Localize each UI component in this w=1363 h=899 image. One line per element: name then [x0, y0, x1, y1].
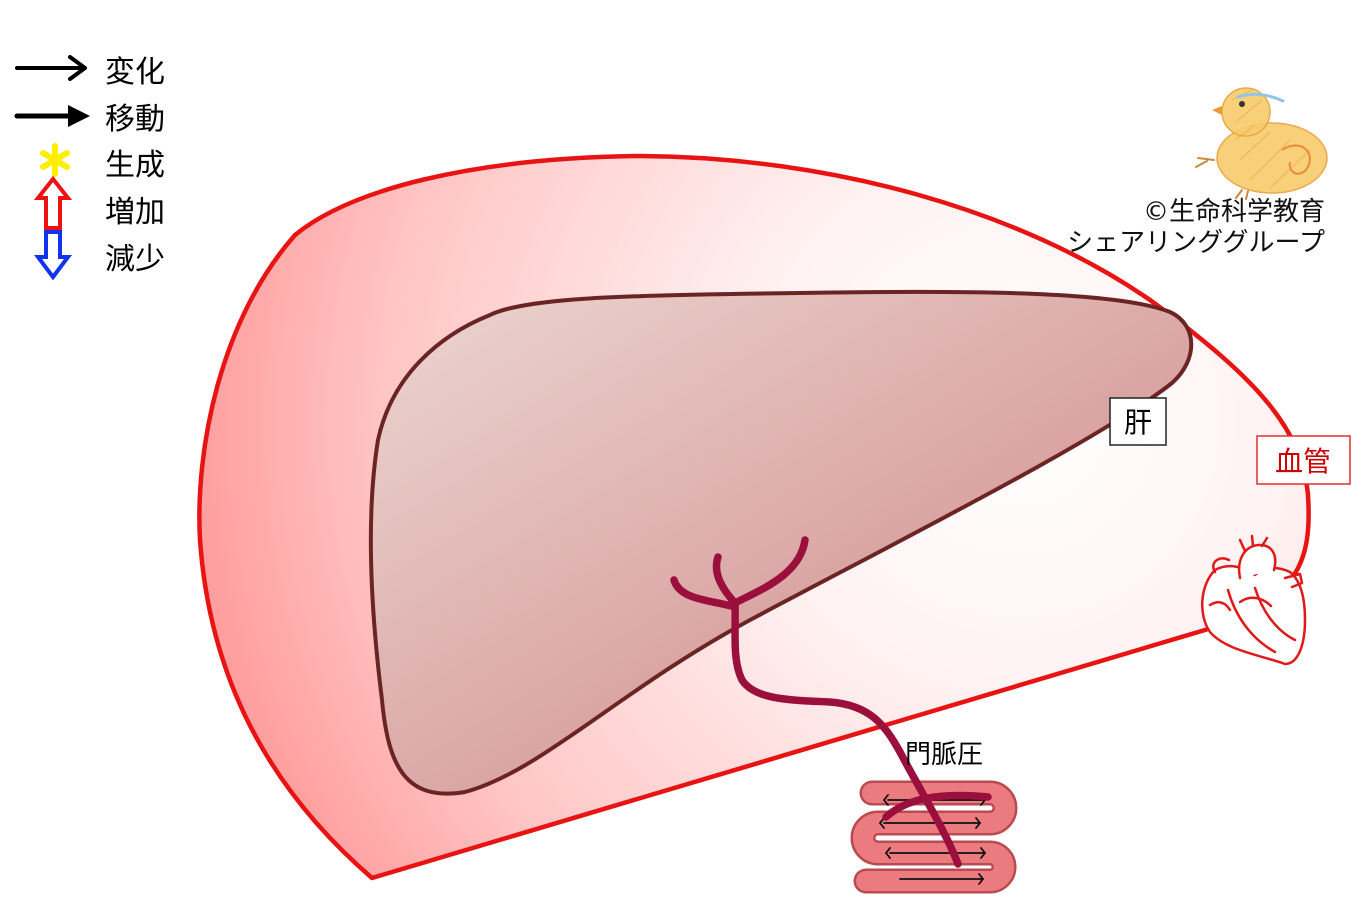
legend-label-increase: 増加	[105, 195, 165, 230]
legend-label-decrease: 減少	[105, 242, 165, 277]
legend-label-change: 変化	[105, 55, 165, 90]
blood-vessel-label-box	[1256, 435, 1351, 485]
legend-item-generate: 生成	[40, 143, 165, 183]
portal-pressure-label: 門脈圧	[905, 740, 983, 770]
credit-line-2: シェアリンググループ	[1067, 228, 1325, 258]
credit: ©生命科学教育 シェアリンググループ	[1067, 197, 1325, 258]
yellow-asterisk-icon	[40, 143, 70, 177]
liver-label-text: 肝	[1124, 406, 1152, 439]
legend-item-increase: 増加	[33, 175, 165, 230]
blood-vessel-label: 血管	[1256, 435, 1351, 485]
legend-item-change: 変化	[15, 55, 165, 90]
thin-arrow-icon	[15, 55, 87, 81]
portal-vein	[670, 536, 992, 868]
liver-label-box	[1109, 397, 1167, 446]
credit-line-1: ©生命科学教育	[1143, 197, 1325, 227]
liver-shape	[368, 289, 1194, 796]
chick-illustration	[1195, 87, 1328, 200]
red-up-arrow-icon	[33, 175, 73, 230]
legend-label-move: 移動	[105, 102, 165, 137]
heart-illustration	[1200, 534, 1307, 666]
intestine-tube	[853, 783, 1015, 891]
legend-item-move: 移動	[14, 102, 165, 137]
legend-label-generate: 生成	[105, 148, 165, 183]
bold-arrow-icon	[14, 105, 90, 127]
liver-label: 肝	[1109, 397, 1167, 446]
blood-vessel-label-text: 血管	[1275, 445, 1331, 478]
legend-item-decrease: 減少	[34, 230, 165, 281]
legend: 変化 移動 生成 増加 減少	[14, 55, 165, 281]
blue-down-arrow-icon	[34, 230, 72, 281]
